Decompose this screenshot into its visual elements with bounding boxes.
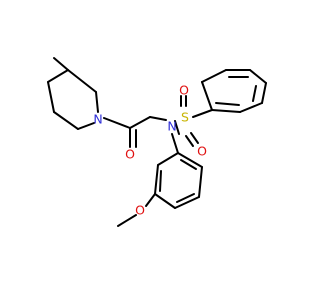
bond [252, 85, 257, 102]
bond [129, 116, 151, 129]
atom-label-sulfonyl-oxygen-bottom: O [197, 144, 207, 159]
bond [145, 193, 156, 207]
bond [190, 132, 199, 144]
bond [171, 133, 179, 154]
atom-label-amine-nitrogen: N [167, 119, 176, 134]
bond [185, 135, 194, 147]
bond [211, 109, 241, 113]
bond [95, 91, 99, 113]
bond [239, 102, 263, 113]
bond [180, 159, 197, 170]
atom-label-carbonyl-oxygen: O [125, 147, 135, 162]
bond [201, 81, 213, 111]
bond [67, 69, 97, 93]
bond [154, 164, 159, 195]
bond [154, 193, 176, 209]
atom-label-sulfur: S [181, 110, 189, 125]
bond [174, 120, 180, 135]
bond [192, 109, 213, 118]
atom-label-sulfonyl-oxygen-top: O [179, 83, 189, 98]
bond [103, 117, 131, 129]
bond [47, 69, 69, 83]
bond [174, 196, 200, 209]
bond [249, 69, 267, 84]
bond [53, 111, 79, 130]
bond [47, 81, 55, 113]
bond [177, 152, 203, 168]
bond [77, 122, 95, 130]
atom-label-methoxy-oxygen: O [135, 203, 145, 218]
bond [198, 166, 203, 198]
bond [53, 57, 69, 71]
bonds [47, 57, 267, 227]
bond [157, 152, 179, 166]
bond [159, 170, 162, 192]
atom-labels: N N S O O O O [93, 83, 207, 218]
bond [117, 214, 137, 227]
bond [261, 82, 267, 104]
bond [215, 102, 240, 106]
atom-label-piperidine-nitrogen: N [93, 112, 102, 127]
bond [201, 69, 227, 83]
molecule-structure: N N S O O O O [47, 57, 267, 227]
bond [176, 193, 195, 203]
bond [149, 116, 167, 121]
